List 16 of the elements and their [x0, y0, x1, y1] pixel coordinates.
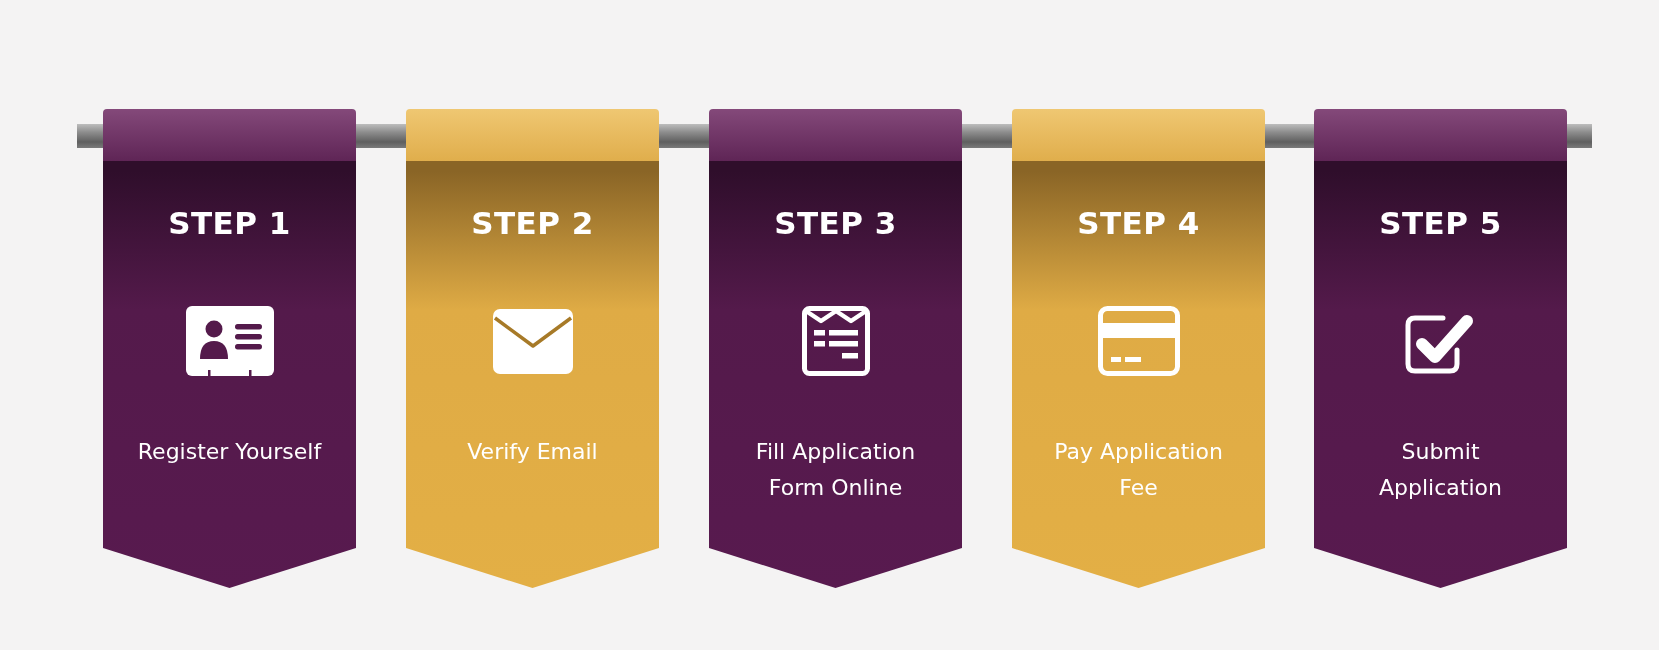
step-label: Pay Application Fee	[1053, 438, 1224, 502]
step-label: Verify Email	[466, 438, 599, 466]
ribbon-banner	[709, 109, 962, 588]
step-heading: STEP 2	[471, 205, 594, 241]
step-heading: STEP 3	[774, 205, 897, 241]
ribbon-banner	[103, 109, 356, 588]
hanging-rod	[77, 124, 1592, 148]
ribbon-banner	[1314, 109, 1567, 588]
step-label: Register Yourself	[136, 438, 323, 466]
ribbon-banner	[406, 109, 659, 588]
step-heading: STEP 1	[168, 205, 291, 241]
ribbon-banner	[1012, 109, 1265, 588]
step-label: Fill Application Form Online	[754, 438, 917, 502]
step-label: Submit Application	[1378, 438, 1503, 502]
step-heading: STEP 4	[1077, 205, 1200, 241]
step-heading: STEP 5	[1379, 205, 1502, 241]
